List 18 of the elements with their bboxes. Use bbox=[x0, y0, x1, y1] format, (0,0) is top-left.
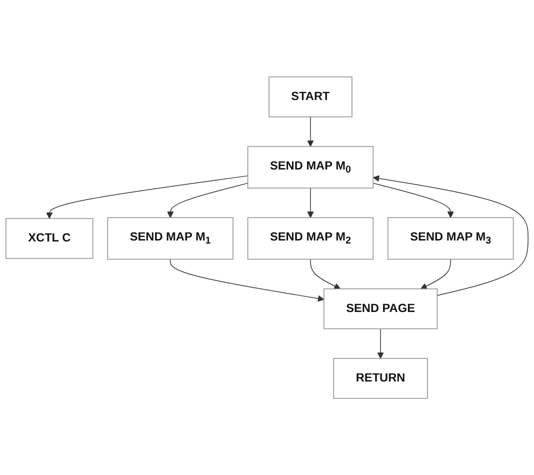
arrow bbox=[372, 175, 528, 296]
node-box: SEND MAP M$_{3}$ bbox=[388, 217, 514, 260]
node-box: XCTL C bbox=[6, 218, 94, 259]
node-box: RETURN bbox=[333, 358, 428, 399]
arrow bbox=[372, 182, 454, 218]
node-box: SEND PAGE bbox=[324, 288, 438, 330]
arrow bbox=[420, 258, 451, 289]
arrow bbox=[307, 116, 314, 147]
node-box: SEND MAP M$_{2}$ bbox=[247, 217, 374, 260]
node-box: SEND MAP M$_{1}$ bbox=[107, 217, 234, 260]
node-box: START bbox=[268, 76, 352, 118]
arrow bbox=[377, 328, 384, 359]
arrow bbox=[167, 182, 248, 218]
arrow bbox=[310, 258, 341, 289]
arrow bbox=[307, 188, 314, 218]
node-box: SEND MAP M$_{0}$ bbox=[247, 146, 374, 188]
arrow bbox=[46, 175, 248, 219]
arrow bbox=[170, 258, 324, 302]
